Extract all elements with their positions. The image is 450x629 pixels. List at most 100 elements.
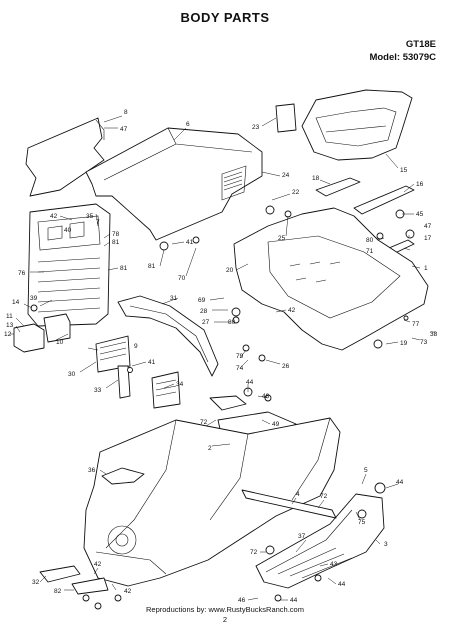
part-main-frame <box>83 417 341 587</box>
callout-44-c: 44 <box>338 581 346 588</box>
callout-42: 42 <box>50 213 58 220</box>
part-seat-rail-16 <box>353 185 415 215</box>
callout-44: 44 <box>246 379 254 386</box>
callout-42-b: 42 <box>288 307 296 314</box>
callout-47: 47 <box>120 126 128 133</box>
callout-26: 26 <box>282 363 290 370</box>
part-36 <box>101 467 145 485</box>
callout-16: 16 <box>416 181 424 188</box>
part-dash-panel <box>25 117 105 197</box>
callout-39: 39 <box>30 295 38 302</box>
model-number: Model: 53079C <box>369 52 436 63</box>
part-bracket-82 <box>71 577 109 595</box>
callout-76: 76 <box>18 270 26 277</box>
callout-30: 30 <box>68 371 76 378</box>
callout-69: 69 <box>198 297 206 304</box>
part-panel-33 <box>117 365 131 399</box>
part-bar-4 <box>241 489 337 519</box>
callout-28: 28 <box>200 308 208 315</box>
footer-credit: Reproductions by: www.RustyBucksRanch.co… <box>146 605 304 614</box>
callout-19: 19 <box>400 340 408 347</box>
callout-31: 31 <box>170 295 178 302</box>
callout-48: 48 <box>262 393 270 400</box>
callout-24: 24 <box>282 172 290 179</box>
callout-34: 34 <box>176 381 184 388</box>
part-grille <box>27 203 111 327</box>
callout-5: 5 <box>364 467 368 474</box>
callout-72-c: 72 <box>250 549 258 556</box>
callout-79: 79 <box>236 353 244 360</box>
part-seat-rail-18 <box>315 177 361 197</box>
callout-81-b: 81 <box>120 265 128 272</box>
callout-23: 23 <box>252 124 260 131</box>
callout-74: 74 <box>236 365 244 372</box>
callout-75: 75 <box>358 519 366 526</box>
callout-2: 2 <box>208 445 212 452</box>
callout-45: 45 <box>416 211 424 218</box>
part-lens <box>43 313 71 343</box>
callout-13: 13 <box>6 322 14 329</box>
callout-14: 14 <box>12 299 20 306</box>
callout-1: 1 <box>424 265 428 272</box>
part-steering-support <box>117 295 219 377</box>
part-panel-34 <box>151 371 181 409</box>
part-rear-fender <box>233 207 429 351</box>
callout-81: 81 <box>112 239 120 246</box>
callout-78: 78 <box>112 231 120 238</box>
callout-40: 40 <box>64 227 72 234</box>
callout-4: 4 <box>296 491 300 498</box>
callout-41-b: 41 <box>148 359 156 366</box>
callout-10: 10 <box>56 339 64 346</box>
callout-70: 70 <box>178 275 186 282</box>
part-23-bracket <box>275 103 297 133</box>
model-code: GT18E <box>405 39 436 50</box>
callout-43: 43 <box>330 561 338 568</box>
part-headlight <box>13 323 45 353</box>
callout-25: 25 <box>278 235 286 242</box>
callout-18: 18 <box>312 175 320 182</box>
callout-44-d: 44 <box>290 597 298 604</box>
page-title: BODY PARTS <box>180 10 270 25</box>
callout-22: 22 <box>292 189 300 196</box>
callout-80-b: 80 <box>228 319 236 326</box>
model-label: GT18E Model: 53079C <box>369 38 436 64</box>
callout-15: 15 <box>400 167 408 174</box>
page-number: 2 <box>222 615 228 624</box>
callout-71: 71 <box>366 248 374 255</box>
callout-80: 80 <box>366 237 374 244</box>
part-footrest <box>255 493 385 589</box>
callout-33: 33 <box>94 387 102 394</box>
callout-17: 17 <box>424 235 432 242</box>
part-panel-9 <box>95 335 131 373</box>
callout-72-b: 72 <box>320 493 328 500</box>
callout-49: 49 <box>272 421 280 428</box>
callout-8: 8 <box>124 109 128 116</box>
callout-20: 20 <box>226 267 234 274</box>
callout-35: 35 <box>86 213 94 220</box>
callout-37: 37 <box>298 533 306 540</box>
callout-36: 36 <box>88 467 96 474</box>
callout-77: 77 <box>412 321 420 328</box>
callout-12: 12 <box>4 331 12 338</box>
callout-9: 9 <box>134 343 138 350</box>
callout-41: 41 <box>186 239 194 246</box>
callout-3: 3 <box>384 541 388 548</box>
callout-46: 46 <box>238 597 246 604</box>
callout-44-b: 44 <box>396 479 404 486</box>
callout-72: 72 <box>200 419 208 426</box>
callout-7: 7 <box>96 219 100 226</box>
part-bracket-32 <box>39 565 81 583</box>
callout-38: 38 <box>430 331 438 338</box>
callout-27: 27 <box>202 319 210 326</box>
callout-6: 6 <box>186 121 190 128</box>
callout-32: 32 <box>32 579 40 586</box>
callout-42-d: 42 <box>124 588 132 595</box>
callout-11: 11 <box>6 313 13 320</box>
footer: Reproductions by: www.RustyBucksRanch.co… <box>0 605 450 624</box>
part-bracket-48 <box>209 395 247 411</box>
callout-81-c: 81 <box>148 263 156 270</box>
callout-82: 82 <box>54 588 62 595</box>
part-seat <box>301 89 413 161</box>
callout-42-c: 42 <box>94 561 102 568</box>
